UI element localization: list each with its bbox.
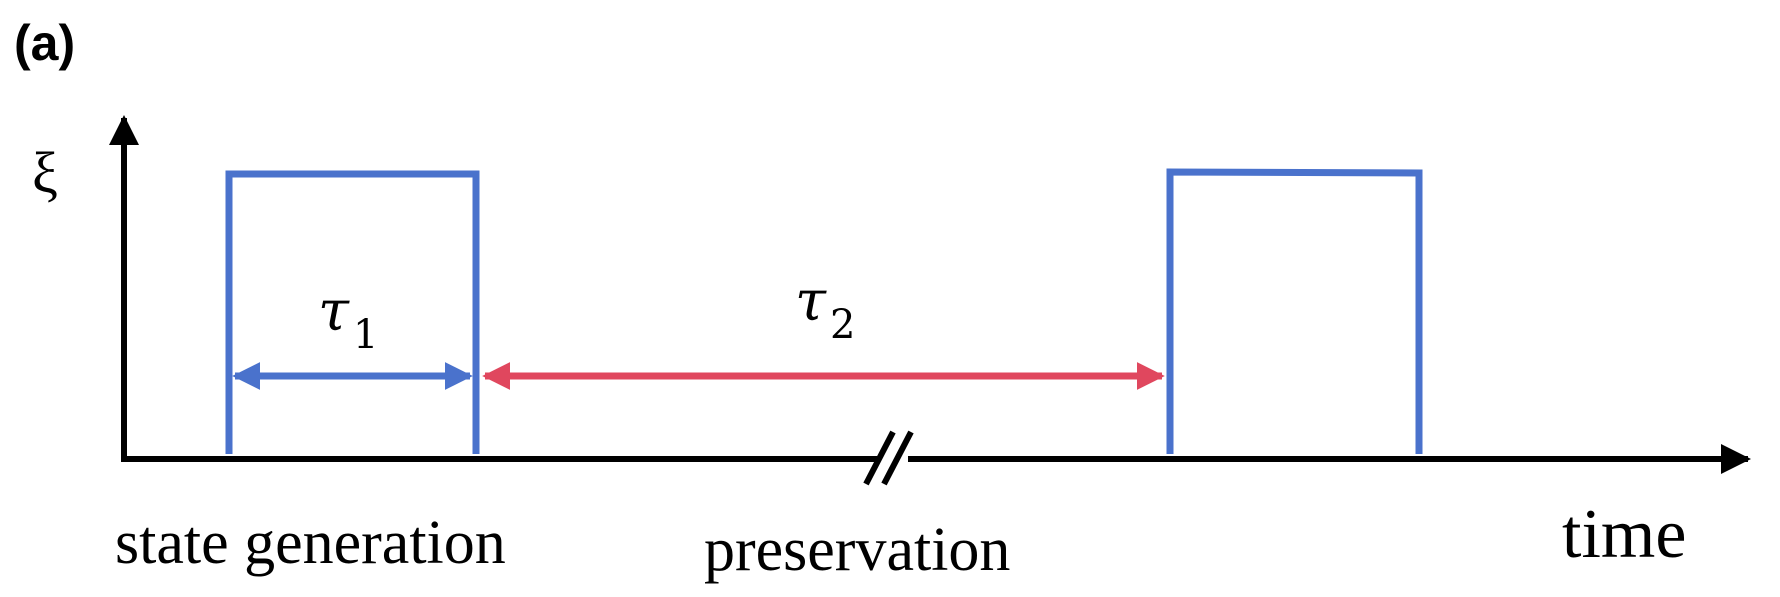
pulse-1 [225, 170, 480, 454]
tau2-subscript: 2 [830, 302, 855, 348]
tau2-symbol: τ [795, 269, 827, 334]
generation-label: state generation [115, 509, 506, 577]
tau1-symbol: τ [318, 279, 350, 344]
preservation-label: preservation [704, 516, 1010, 584]
pulse-2 [1166, 168, 1423, 454]
panel-label: (a) [14, 15, 75, 71]
y-axis-symbol: ξ [32, 140, 58, 205]
tau1-subscript: 1 [353, 312, 378, 358]
x-axis-label: time [1562, 496, 1686, 573]
axis-break-mark [863, 430, 914, 486]
